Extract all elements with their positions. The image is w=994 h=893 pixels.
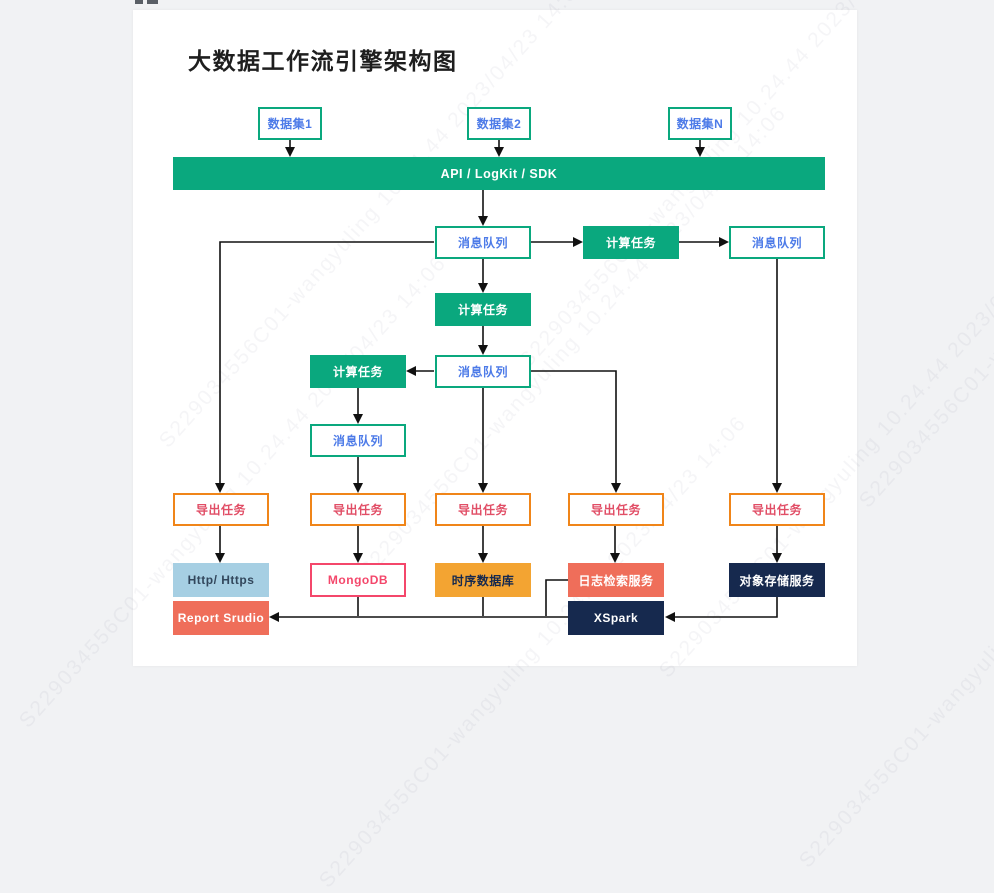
edge-mq3-export4 bbox=[531, 370, 621, 493]
node-export-task-1: 导出任务 bbox=[173, 493, 269, 526]
node-report-studio: Report Srudio bbox=[173, 601, 269, 635]
node-timeseries-db: 时序数据库 bbox=[435, 563, 531, 597]
node-log-search-service: 日志检索服务 bbox=[568, 563, 664, 597]
node-object-storage-service: 对象存储服务 bbox=[729, 563, 825, 597]
edge-objstore-xspark bbox=[665, 597, 778, 622]
node-message-queue-2: 消息队列 bbox=[729, 226, 825, 259]
node-export-task-3: 导出任务 bbox=[435, 493, 531, 526]
node-dataset-n: 数据集N bbox=[668, 107, 732, 140]
node-xspark: XSpark bbox=[568, 601, 664, 635]
diagram-title: 大数据工作流引擎架构图 bbox=[188, 48, 458, 74]
node-export-task-5: 导出任务 bbox=[729, 493, 825, 526]
node-mongodb: MongoDB bbox=[310, 563, 406, 597]
node-compute-task-left: 计算任务 bbox=[310, 355, 406, 388]
node-message-queue-4: 消息队列 bbox=[310, 424, 406, 457]
node-export-task-2: 导出任务 bbox=[310, 493, 406, 526]
node-api-logkit-sdk-bar: API / LogKit / SDK bbox=[173, 157, 825, 190]
cropped-ui-mark bbox=[147, 0, 158, 4]
page-background: S229034556C01-wangyuling 10.24.44 2023/0… bbox=[133, 0, 857, 666]
connector-layer bbox=[215, 140, 782, 622]
edge-mq1-export1 bbox=[215, 241, 434, 493]
node-compute-task-mid: 计算任务 bbox=[435, 293, 531, 326]
node-dataset-1: 数据集1 bbox=[258, 107, 322, 140]
node-message-queue-3: 消息队列 bbox=[435, 355, 531, 388]
node-message-queue-1: 消息队列 bbox=[435, 226, 531, 259]
node-http-https: Http/ Https bbox=[173, 563, 269, 597]
cropped-ui-mark bbox=[135, 0, 143, 4]
node-export-task-4: 导出任务 bbox=[568, 493, 664, 526]
node-compute-task-top: 计算任务 bbox=[583, 226, 679, 259]
edge-logsearch-join bbox=[545, 579, 568, 616]
node-dataset-2: 数据集2 bbox=[467, 107, 531, 140]
